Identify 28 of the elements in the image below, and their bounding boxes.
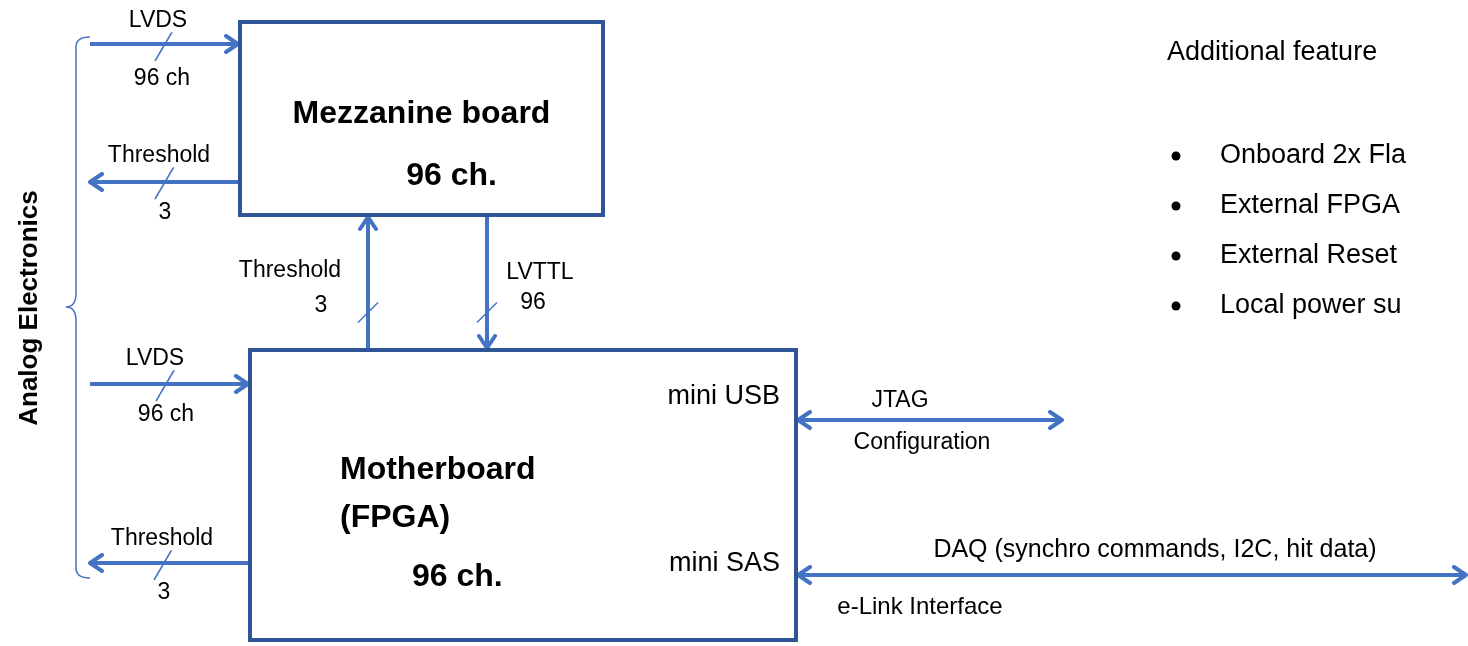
bus-width-label: 96 xyxy=(520,289,546,315)
board-box xyxy=(248,348,798,642)
feature-list-item: External Reset xyxy=(1220,240,1398,270)
arrow xyxy=(90,34,240,54)
arrow xyxy=(88,553,248,573)
board-title: Motherboard (FPGA) xyxy=(340,449,537,536)
channel-count: 96 ch. xyxy=(412,557,504,594)
feature-list-item: Local power su xyxy=(1220,290,1402,320)
board-title: Mezzanine board xyxy=(291,94,552,131)
arrow xyxy=(358,215,378,348)
port-label: mini USB xyxy=(666,380,780,411)
feature-list-item: External FPGA xyxy=(1220,190,1401,220)
bus-width-label: 3 xyxy=(314,292,328,318)
bus-width-label: 3 xyxy=(157,579,171,605)
arrow xyxy=(477,217,497,350)
signal-label: Configuration xyxy=(853,429,991,455)
bus-width-label: 96 ch xyxy=(137,401,195,427)
channel-count: 96 ch. xyxy=(405,156,498,193)
feature-heading: Additional feature xyxy=(1167,37,1378,67)
group-label: Analog Electronics xyxy=(12,189,44,426)
bus-width-label: 96 ch xyxy=(133,65,191,91)
arrow xyxy=(90,374,250,394)
port-label: mini SAS xyxy=(667,547,780,578)
board-box xyxy=(238,20,605,217)
signal-label: e-Link Interface xyxy=(837,592,1003,620)
feature-list-item: Onboard 2x Fla xyxy=(1220,140,1407,170)
bus-width-label: 3 xyxy=(158,199,172,225)
arrow xyxy=(88,172,238,192)
